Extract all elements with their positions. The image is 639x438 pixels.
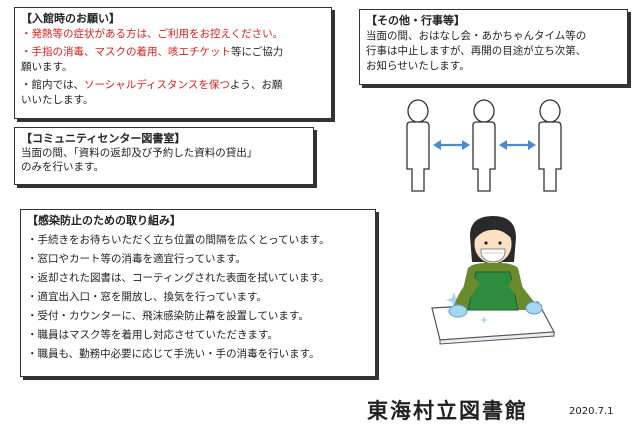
other-events-line3: お知らせいたします。 xyxy=(366,60,470,72)
hygiene-notice-emphasis: ・手指の消毒、マスクの着用、咳エチケット xyxy=(21,46,231,58)
distance-notice-cont: いいたします。 xyxy=(21,94,94,106)
community-library-title: 【コミュニティセンター図書室】 xyxy=(21,132,186,145)
prevention-item: ・手続きをお待ちいただく立ち位置の間隔を広くとっています。 xyxy=(27,234,330,246)
other-events-line2: 行事は中止しますが、再開の目途が立ち次第、 xyxy=(366,45,587,57)
prevention-item: ・職員はマスク等を着用し対応させていただきます。 xyxy=(27,329,278,341)
community-library-line1: 当面の間、「資料の返却及び予約した資料の貸出」 xyxy=(21,147,258,159)
hygiene-notice-rest: 等にご協力 xyxy=(231,46,284,58)
other-events-line1: 当面の間、おはなし会・あかちゃんタイム等の xyxy=(366,30,587,42)
social-distance-icon xyxy=(406,99,562,192)
fever-notice: ・発熱等の症状がある方は、ご利用をお控えください。 xyxy=(21,28,284,40)
library-name: 東海村立図書館 xyxy=(367,399,528,423)
other-events-title: 【その他・行事等】 xyxy=(366,14,465,27)
admission-requests-title: 【入館時のお願い】 xyxy=(21,12,120,25)
hygiene-notice: ・手指の消毒、マスクの着用、咳エチケット等にご協力 xyxy=(21,45,325,59)
hygiene-notice-cont: 願います。 xyxy=(21,61,73,73)
prevention-item: ・窓口やカート等の消毒を適宜行っています。 xyxy=(27,253,246,265)
staff-cleaning-icon xyxy=(431,216,555,345)
distance-notice-emphasis: ソーシャルディスタンスを保つ xyxy=(84,79,230,91)
infection-prevention-title: 【感染防止のための取り組み】 xyxy=(27,214,181,227)
community-library-box: 【コミュニティセンター図書室】 当面の間、「資料の返却及び予約した資料の貸出」 … xyxy=(14,127,314,185)
prevention-item: ・職員も、勤務中必要に応じて手洗い・手の消毒を行います。 xyxy=(27,348,320,360)
prevention-item: ・適宜出入口・窓を開放し、換気を行っています。 xyxy=(27,291,267,303)
community-library-line2: のみを行います。 xyxy=(21,161,104,173)
distance-notice: ・館内では、ソーシャルディスタンスを保つよう、お願 xyxy=(21,78,325,92)
other-events-box: 【その他・行事等】 当面の間、おはなし会・あかちゃんタイム等の 行事は中止します… xyxy=(359,9,628,85)
admission-requests-box: 【入館時のお願い】 ・発熱等の症状がある方は、ご利用をお控えください。 ・手指の… xyxy=(14,7,332,119)
infection-prevention-box: 【感染防止のための取り組み】 ・手続きをお待ちいただく立ち位置の間隔を広くとって… xyxy=(20,209,376,377)
distance-notice-end: よう、お願 xyxy=(229,79,283,91)
prevention-item: ・受付・カウンターに、飛沫感染防止幕を設置しています。 xyxy=(27,310,309,322)
distance-notice-start: ・館内では、 xyxy=(21,79,84,91)
publication-date: 2020.7.1 xyxy=(569,406,614,417)
prevention-item: ・返却された図書は、コーティングされた表面を拭いています。 xyxy=(27,272,330,284)
